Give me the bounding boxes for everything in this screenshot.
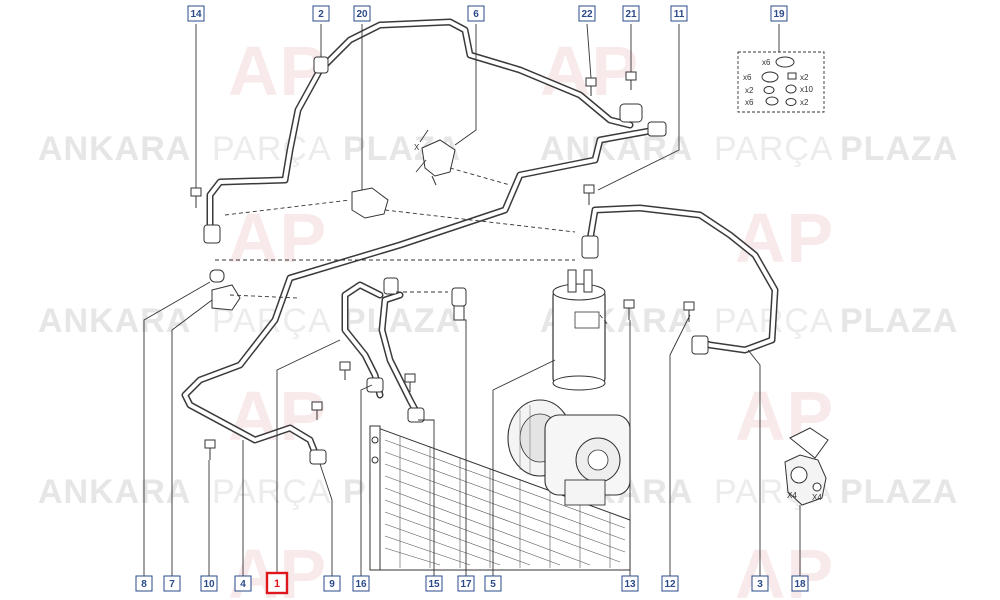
callout-2[interactable]: 2 bbox=[312, 5, 330, 22]
watermark-logo-mid-right: AP bbox=[735, 199, 834, 277]
watermark-row-2: ANKARA PARÇA PLAZA ANKARA PARÇA PLAZA bbox=[38, 302, 958, 340]
condenser bbox=[369, 425, 631, 571]
callout-19[interactable]: 19 bbox=[770, 5, 788, 22]
watermark-word-parca: PARÇA bbox=[212, 130, 332, 168]
callout-22[interactable]: 22 bbox=[578, 5, 596, 22]
callout-18[interactable]: 18 bbox=[791, 575, 809, 592]
callout-18-label: 18 bbox=[794, 579, 806, 590]
pipes bbox=[181, 18, 779, 459]
watermark-word-parca: PARÇA bbox=[714, 130, 834, 168]
callout-5-label: 5 bbox=[490, 579, 496, 590]
callout-3[interactable]: 3 bbox=[751, 575, 769, 592]
callout-6-label: 6 bbox=[473, 9, 479, 20]
callout-17[interactable]: 17 bbox=[457, 575, 475, 592]
leader-lines bbox=[143, 23, 801, 578]
watermark-word-ankara: ANKARA bbox=[38, 473, 191, 511]
kit-19-qty-4: x2 bbox=[745, 86, 754, 95]
callout-17-label: 17 bbox=[460, 579, 472, 590]
callout-13-label: 13 bbox=[624, 579, 636, 590]
watermark-word-ankara: ANKARA bbox=[38, 302, 191, 340]
callout-12[interactable]: 12 bbox=[661, 575, 679, 592]
callout-3-label: 3 bbox=[757, 579, 763, 590]
kit-18-seals: X4 X4 bbox=[784, 427, 829, 506]
watermark-logo-letters: AP bbox=[735, 535, 834, 600]
callout-13[interactable]: 13 bbox=[621, 575, 639, 592]
watermark-word-plaza: PLAZA bbox=[840, 473, 958, 511]
watermark-word-ankara: ANKARA bbox=[38, 130, 191, 168]
callout-15-label: 15 bbox=[428, 579, 440, 590]
callout-4-label: 4 bbox=[240, 579, 246, 590]
callout-1-label: 1 bbox=[274, 578, 280, 590]
watermark-logo-letters: AP bbox=[228, 32, 327, 110]
callout-8[interactable]: 8 bbox=[135, 575, 153, 592]
watermark-row-1: ANKARA PARÇA PLAZA ANKARA PARÇA PLAZA bbox=[38, 130, 958, 168]
kit-19-qty-3: x2 bbox=[800, 73, 809, 82]
callout-5[interactable]: 5 bbox=[484, 575, 502, 592]
watermark-logo-letters: AP bbox=[228, 199, 327, 277]
callout-11[interactable]: 11 bbox=[670, 5, 688, 22]
callout-19-label: 19 bbox=[773, 9, 785, 20]
callout-9-label: 9 bbox=[329, 579, 335, 590]
callout-2-label: 2 bbox=[318, 9, 324, 20]
callout-11-label: 11 bbox=[674, 9, 685, 20]
watermark-word-plaza: PLAZA bbox=[840, 302, 958, 340]
callout-22-label: 22 bbox=[581, 9, 593, 20]
kit-19-qty-2: x6 bbox=[743, 73, 752, 82]
callout-21[interactable]: 21 bbox=[622, 5, 640, 22]
watermark-logo-mid-left: AP bbox=[228, 199, 327, 277]
callout-6[interactable]: 6 bbox=[467, 5, 485, 22]
callout-12-label: 12 bbox=[664, 579, 676, 590]
callout-1-highlighted[interactable]: 1 bbox=[265, 571, 289, 595]
small-parts bbox=[190, 56, 709, 465]
kit-18-qty-1: X4 bbox=[787, 491, 797, 500]
callout-16[interactable]: 16 bbox=[352, 575, 370, 592]
watermark-word-parca: PARÇA bbox=[212, 473, 332, 511]
kit-19-qty-5: x10 bbox=[800, 85, 813, 94]
watermark-logo-letters: AP bbox=[735, 199, 834, 277]
watermark-word-plaza: PLAZA bbox=[840, 130, 958, 168]
callout-10-label: 10 bbox=[203, 579, 215, 590]
exploded-dash-lines bbox=[215, 167, 609, 326]
callout-10[interactable]: 10 bbox=[200, 575, 218, 592]
kit-19-qty-7: x2 bbox=[800, 98, 809, 107]
callout-7[interactable]: 7 bbox=[163, 575, 181, 592]
watermark-logo-top-right: AP bbox=[540, 32, 639, 110]
compressor bbox=[507, 399, 631, 506]
watermark-logo-top-left: AP bbox=[228, 32, 327, 110]
kit-18-qty-2: X4 bbox=[812, 493, 822, 502]
callout-9[interactable]: 9 bbox=[323, 575, 341, 592]
dimension-x-label: X bbox=[414, 143, 420, 152]
watermark-logo-letters: AP bbox=[540, 32, 639, 110]
kit-19-o-rings: x6 x6 x2 x2 x10 x6 x2 bbox=[737, 51, 825, 113]
callout-14-label: 14 bbox=[190, 9, 202, 20]
receiver-drier bbox=[552, 269, 606, 391]
callouts: 14 2 20 6 22 21 11 19 8 7 10 4 1 9 16 15… bbox=[135, 5, 809, 595]
callout-15[interactable]: 15 bbox=[425, 575, 443, 592]
callout-7-label: 7 bbox=[169, 579, 175, 590]
callout-14[interactable]: 14 bbox=[187, 5, 205, 22]
callout-8-label: 8 bbox=[141, 579, 147, 590]
callout-20-label: 20 bbox=[356, 9, 368, 20]
callout-4[interactable]: 4 bbox=[234, 575, 252, 592]
kit-19-qty-1: x6 bbox=[762, 58, 771, 67]
watermark-logo-bottom-right: AP bbox=[735, 535, 834, 600]
watermark-word-plaza: PLAZA bbox=[343, 302, 461, 340]
kit-19-qty-6: x6 bbox=[745, 98, 754, 107]
callout-20[interactable]: 20 bbox=[353, 5, 371, 22]
callout-16-label: 16 bbox=[355, 579, 367, 590]
callout-21-label: 21 bbox=[625, 9, 637, 20]
